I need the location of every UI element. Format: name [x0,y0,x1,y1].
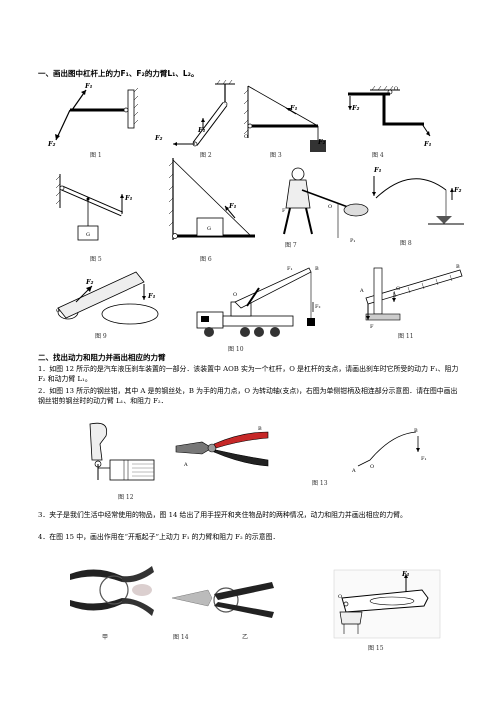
figure-7: F O P₁ [282,167,369,244]
caption-fig11: 图 11 [398,333,414,340]
figure-1: F₁ F₂ [47,82,139,148]
figure-4: F₂ F₁ O [348,85,432,148]
figure-14-yi [171,582,274,618]
caption-fig2: 图 2 [200,152,212,159]
caption-fig1: 图 1 [90,152,102,159]
fig13s-b-label: B [414,428,418,434]
fig13-a-label: A [183,462,188,468]
fig3-o-label: O [244,134,248,140]
fig10-o-label: O [233,292,237,298]
figure-13-schematic: A O B F₁ [351,428,426,474]
caption-yi: 乙 [242,634,249,641]
fig10-b-label: B [315,266,319,272]
fig7-p1-label: P₁ [350,238,355,244]
caption-fig10: 图 10 [228,346,244,353]
section1-heading: 一、画出图中杠杆上的力F₁、F₂的力臂L₁、L₂。 [38,69,199,78]
fig3-f2-label: F₂ [317,138,326,146]
caption-fig15: 图 15 [368,645,384,652]
fig3-f1-label: F₁ [289,104,298,112]
figure-11: A B G F [359,264,463,330]
fig5-g-label: G [86,232,90,238]
figure-10: O F₁ B F₂ [196,266,320,337]
fig15-o-label: O [338,594,342,600]
fig5-f1-label: F₁ [124,194,133,202]
caption-fig3: 图 3 [270,152,282,159]
fig2-f2-label: F₂ [154,134,163,142]
figure-3: F₁ F₂ O [243,85,326,152]
fig7-f-label: F [282,208,286,214]
fig4-o-label: O [394,86,398,92]
fig13s-o-label: O [370,464,374,470]
fig2-f1-label: F₁ [197,126,206,134]
fig10-f1-label: F₁ [287,266,292,272]
section2-paragraph-3: 3．夹子是我们生活中经常使用的物品，图 14 给出了用手捏开和夹住物品时的两种情… [38,511,407,519]
fig9-f1-label: F₁ [147,292,156,300]
section2-paragraph-2: 2．如图 13 所示的钢丝钳，其中 A 是剪钢丝处，B 为手的用力点，O 为转动… [38,387,458,406]
figure-9: F₂ F₁ O [56,271,159,325]
caption-fig6: 图 6 [200,256,212,263]
figure-2: F₁ F₂ [154,79,235,147]
caption-fig4: 图 4 [372,152,384,159]
caption-jia: 甲 [102,634,109,641]
caption-fig7: 图 7 [285,242,297,249]
fig11-a-label: A [359,288,364,294]
fig10-f2-label: F₂ [315,304,320,310]
figure-12 [89,422,155,481]
fig1-f2-label: F₂ [47,140,56,148]
fig13-b-label: B [258,426,262,432]
section2-heading: 二、找出动力和阻力并画出相应的力臂 [38,353,166,362]
caption-fig8: 图 8 [400,240,412,247]
figure-14-jia [70,566,154,616]
fig6-g-label: G [207,226,211,232]
fig11-g-label: G [396,286,400,292]
section2-paragraph-4: 4．在图 15 中，画出作用在“开瓶起子”上动力 F₁ 的力臂和阻力 F₂ 的示… [38,533,280,541]
figure-13-pliers: A B [175,426,269,468]
fig4-f2-label: F₂ [351,104,360,112]
fig11-f-label: F [370,324,374,330]
fig1-f1-label: F₁ [84,82,93,90]
caption-fig9: 图 9 [95,333,107,340]
caption-fig14: 图 14 [173,634,189,641]
figure-5: G F₁ [55,174,133,241]
section2-paragraph-1: 1．如图 12 所示的是汽车液压刹车装置的一部分．该装置中 AOB 实为一个杠杆… [38,365,459,384]
fig9-f2-label: F₂ [85,278,94,286]
caption-fig13: 图 13 [312,480,328,487]
fig7-o-label: O [328,204,332,210]
fig4-f1-label: F₁ [423,140,432,148]
figure-6: G F₁ [168,158,255,240]
caption-fig12: 图 12 [118,494,134,501]
fig6-f1-label: F₁ [228,202,237,210]
fig13s-f1-label: F₁ [421,456,426,462]
fig8-f2-label: F₂ [453,186,462,194]
figure-15: F₁ O [333,569,441,639]
fig11-b-label: B [456,264,460,270]
figure-8: F₁ F₂ [372,166,464,225]
fig13s-a-label: A [351,468,356,474]
fig8-f1-label: F₁ [373,166,382,174]
caption-fig5: 图 5 [90,256,102,263]
fig15-f1-label: F₁ [401,570,410,578]
fig9-o-label: O [56,308,60,314]
